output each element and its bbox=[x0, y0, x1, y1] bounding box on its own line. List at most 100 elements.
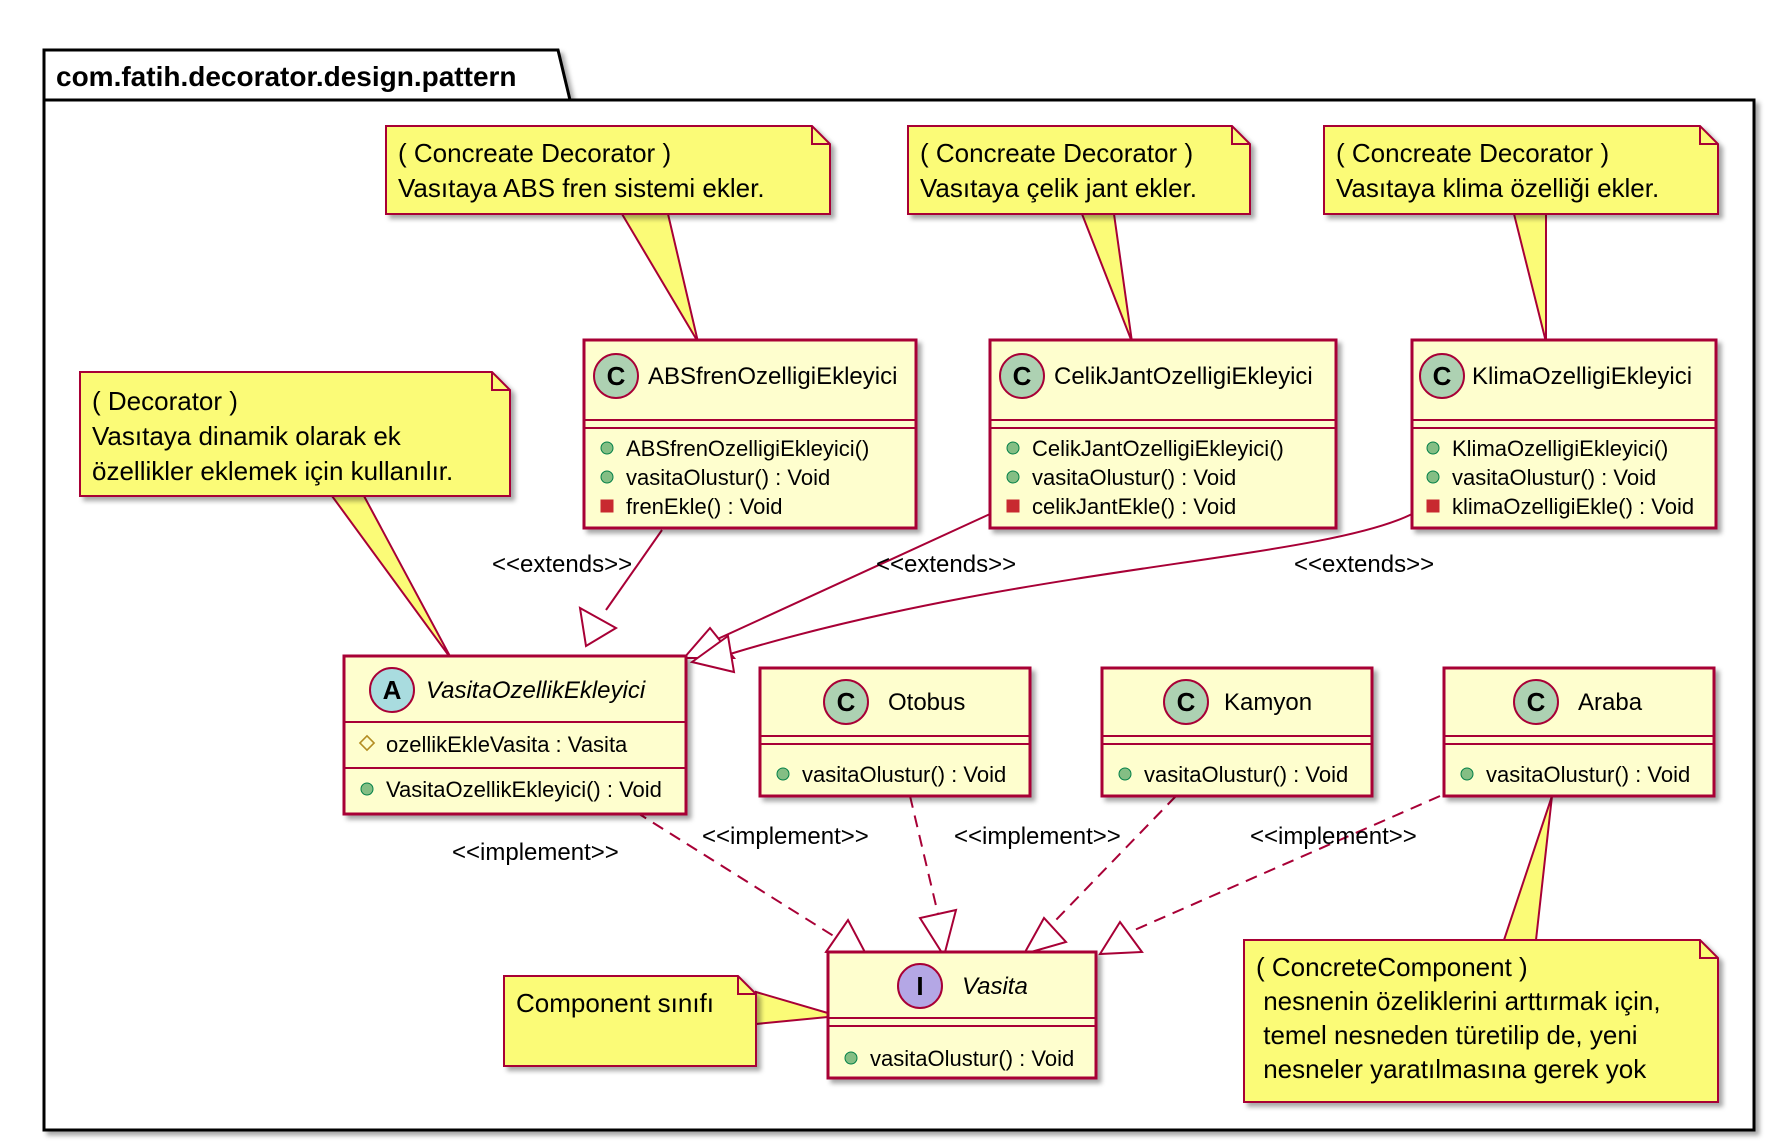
class-method: vasitaOlustur() : Void bbox=[1452, 465, 1656, 490]
class-stereotype-letter: C bbox=[1433, 361, 1452, 391]
public-visibility-icon bbox=[600, 470, 614, 484]
public-visibility-icon bbox=[1118, 767, 1132, 781]
public-visibility-icon bbox=[1006, 470, 1020, 484]
class-name: Kamyon bbox=[1224, 689, 1312, 716]
class-stereotype-icon bbox=[823, 679, 869, 725]
class-stereotype-icon bbox=[1163, 679, 1209, 725]
package-frame bbox=[42, 48, 1756, 1132]
class-method: vasitaOlustur() : Void bbox=[626, 465, 830, 490]
class-method: vasitaOlustur() : Void bbox=[1486, 762, 1690, 787]
implement-label-kamyon: <<implement>> bbox=[954, 823, 1121, 850]
public-visibility-icon bbox=[600, 441, 614, 455]
class-method: frenEkle() : Void bbox=[626, 494, 783, 519]
note-concrete-component-line-3: temel nesneden türetilip de, yeni bbox=[1256, 1020, 1638, 1050]
class-field: ozellikEkleVasita : Vasita bbox=[386, 732, 628, 757]
extends-edge-klima bbox=[729, 513, 1413, 655]
class-stereotype-icon bbox=[1419, 353, 1465, 399]
class-stereotype-letter: A bbox=[383, 675, 402, 705]
private-visibility-icon bbox=[1006, 499, 1020, 513]
class-method: ABSfrenOzelligiEkleyici() bbox=[626, 436, 869, 461]
class-method: klimaOzelligiEkle() : Void bbox=[1452, 494, 1694, 519]
note-klima-line-1: ( Concreate Decorator ) bbox=[1336, 138, 1609, 168]
class-kamyon[interactable]: C Kamyon vasitaOlustur() : Void bbox=[1100, 666, 1374, 798]
extends-edge-abs bbox=[605, 529, 663, 611]
class-method: celikJantEkle() : Void bbox=[1032, 494, 1236, 519]
extends-arrowhead-klima bbox=[689, 634, 736, 674]
extends-arrowhead-abs bbox=[578, 606, 618, 648]
note-component bbox=[503, 975, 757, 1067]
public-visibility-icon bbox=[1426, 441, 1440, 455]
class-method: vasitaOlustur() : Void bbox=[1144, 762, 1348, 787]
class-vasita-ozellik-ekleyici[interactable]: A VasitaOzellikEkleyici ozellikEkleVasit… bbox=[342, 654, 688, 816]
note-abs-line-2: Vasıtaya ABS fren sistemi ekler. bbox=[398, 173, 765, 203]
class-stereotype-icon bbox=[999, 353, 1045, 399]
note-concrete-component-line-2: nesnenin özeliklerini arttırmak için, bbox=[1256, 986, 1661, 1016]
extends-label-celik: <<extends>> bbox=[876, 551, 1016, 578]
note-klima-decorator bbox=[1323, 125, 1719, 215]
protected-visibility-icon bbox=[358, 734, 376, 752]
public-visibility-icon bbox=[360, 782, 374, 796]
interface-stereotype-icon bbox=[897, 963, 943, 1009]
class-stereotype-icon bbox=[1513, 679, 1559, 725]
extends-label-klima: <<extends>> bbox=[1294, 551, 1434, 578]
interface-vasita[interactable]: I Vasita vasitaOlustur() : Void bbox=[826, 950, 1098, 1080]
note-decorator bbox=[79, 371, 511, 497]
note-klima-line-2: Vasıtaya klima özelliği ekler. bbox=[1336, 173, 1659, 203]
class-stereotype-letter: C bbox=[1013, 361, 1032, 391]
implement-arrowhead-araba bbox=[1098, 920, 1144, 956]
note-concrete-component-line-4: nesneler yaratılmasına gerek yok bbox=[1256, 1054, 1647, 1084]
note-celik-line-2: Vasıtaya çelik jant ekler. bbox=[920, 173, 1197, 203]
note-concrete-component-line-1: ( ConcreteComponent ) bbox=[1256, 952, 1528, 982]
class-stereotype-letter: C bbox=[1527, 687, 1546, 717]
note-abs-line-1: ( Concreate Decorator ) bbox=[398, 138, 671, 168]
implement-label-araba: <<implement>> bbox=[1250, 823, 1417, 850]
class-name: CelikJantOzelligiEkleyici bbox=[1054, 363, 1313, 390]
public-visibility-icon bbox=[1426, 470, 1440, 484]
class-name: ABSfrenOzelligiEkleyici bbox=[648, 363, 897, 390]
extends-edge-celik bbox=[697, 513, 991, 649]
interface-name: Vasita bbox=[962, 973, 1028, 1000]
class-method: VasitaOzellikEkleyici() : Void bbox=[386, 777, 662, 802]
public-visibility-icon bbox=[1006, 441, 1020, 455]
class-otobus[interactable]: C Otobus vasitaOlustur() : Void bbox=[758, 666, 1032, 798]
class-klima-ozelligi-ekleyici[interactable]: C KlimaOzelligiEkleyici KlimaOzelligiEkl… bbox=[1410, 338, 1718, 530]
implement-edge-kamyon bbox=[1055, 795, 1177, 921]
note-celik-decorator bbox=[907, 125, 1251, 215]
class-method: vasitaOlustur() : Void bbox=[802, 762, 1006, 787]
class-araba[interactable]: C Araba vasitaOlustur() : Void bbox=[1442, 666, 1716, 798]
class-stereotype-letter: C bbox=[1177, 687, 1196, 717]
class-method: KlimaOzelligiEkleyici() bbox=[1452, 436, 1668, 461]
note-decorator-line-2: Vasıtaya dinamik olarak ek bbox=[92, 421, 402, 451]
class-stereotype-icon bbox=[369, 667, 415, 713]
implement-arrowhead-otobus bbox=[918, 908, 958, 959]
note-decorator-line-3: özellikler eklemek için kullanılır. bbox=[92, 456, 453, 486]
relation-edges bbox=[605, 513, 1441, 941]
public-visibility-icon bbox=[776, 767, 790, 781]
note-concrete-component bbox=[1243, 939, 1719, 1103]
class-method: vasitaOlustur() : Void bbox=[1032, 465, 1236, 490]
implement-edge-decorator bbox=[635, 811, 841, 941]
note-decorator-line-1: ( Decorator ) bbox=[92, 386, 238, 416]
public-visibility-icon bbox=[1460, 767, 1474, 781]
relation-arrowheads bbox=[578, 606, 1144, 960]
private-visibility-icon bbox=[1426, 499, 1440, 513]
private-visibility-icon bbox=[600, 499, 614, 513]
class-name: Araba bbox=[1578, 689, 1643, 716]
implement-label-otobus: <<implement>> bbox=[702, 823, 869, 850]
implement-arrowhead-kamyon bbox=[1021, 916, 1068, 956]
class-stereotype-letter: C bbox=[837, 687, 856, 717]
note-abs-decorator bbox=[385, 125, 831, 215]
class-name: KlimaOzelligiEkleyici bbox=[1472, 363, 1692, 390]
class-stereotype-letter: C bbox=[607, 361, 626, 391]
implement-edge-otobus bbox=[909, 795, 939, 915]
class-abs-fren-ozelligi-ekleyici[interactable]: C ABSfrenOzelligiEkleyici ABSfrenOzellig… bbox=[582, 338, 918, 530]
class-celik-jant-ozelligi-ekleyici[interactable]: C CelikJantOzelligiEkleyici CelikJantOze… bbox=[988, 338, 1338, 530]
public-visibility-icon bbox=[844, 1051, 858, 1065]
class-stereotype-icon bbox=[593, 353, 639, 399]
package-title: com.fatih.decorator.design.pattern bbox=[56, 61, 517, 92]
note-component-line-1: Component sınıfı bbox=[516, 988, 714, 1018]
extends-label-abs: <<extends>> bbox=[492, 551, 632, 578]
class-method: CelikJantOzelligiEkleyici() bbox=[1032, 436, 1284, 461]
interface-stereotype-letter: I bbox=[916, 971, 923, 1001]
